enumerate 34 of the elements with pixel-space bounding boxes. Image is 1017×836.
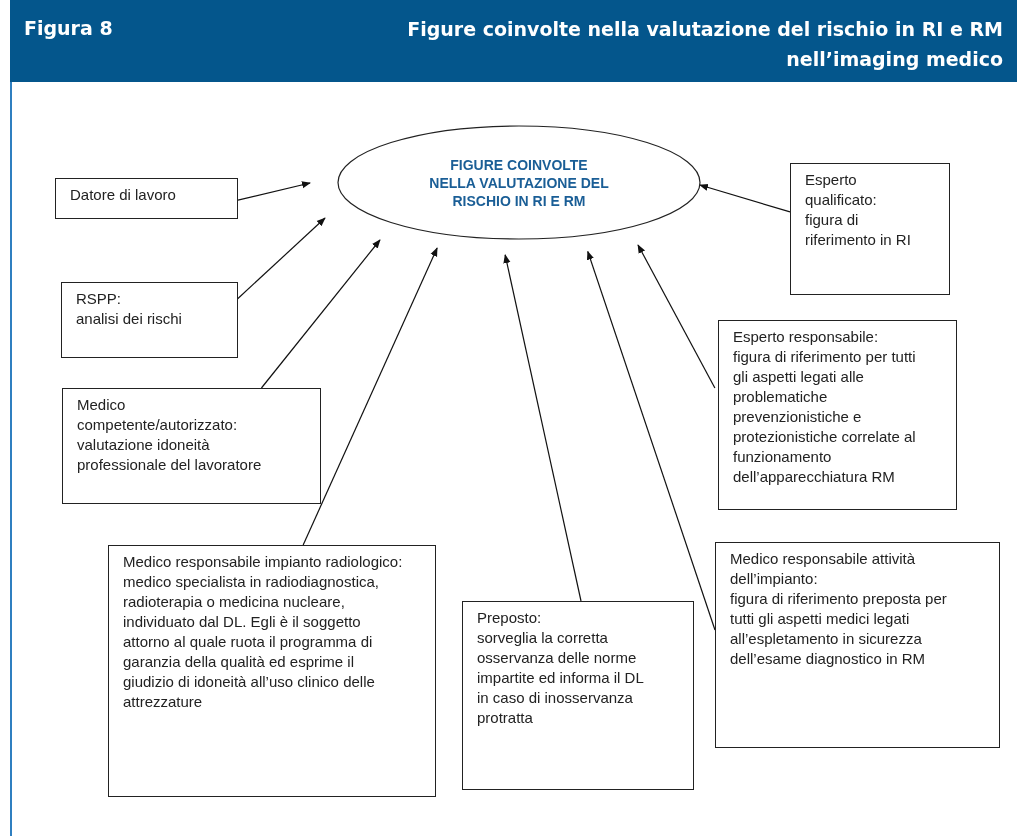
box-heading: Esperto responsabile: xyxy=(733,327,880,347)
text-box xyxy=(718,320,957,510)
arrow xyxy=(503,254,582,602)
text-box xyxy=(55,178,238,219)
box-heading: Datore di lavoro xyxy=(70,185,177,205)
ellipse-title: FIGURE COINVOLTE NELLA VALUTAZIONE DEL RISCHIO IN RI E RM xyxy=(429,155,609,210)
text-box xyxy=(715,542,1000,748)
box-heading: RSPP: xyxy=(76,289,122,309)
text-box xyxy=(462,601,694,790)
box-description: valutazione idoneità professionale del lavoratore xyxy=(77,435,263,475)
arrow xyxy=(699,183,791,213)
box-description: figura di riferimento in RI xyxy=(805,210,912,250)
figure-number: Figura 8 xyxy=(24,16,113,41)
box-heading: Medico responsabile impianto radiologico: xyxy=(123,552,404,572)
box-description: figura di riferimento per tutti gli aspetti legati alle problematiche prevenzionistiche e protezionistiche correlate al funzionamento dell’apparecchiatura RM xyxy=(733,347,917,487)
arrow xyxy=(302,247,438,546)
box-heading: Medico responsabile attività dell’impianto: xyxy=(730,549,917,589)
box-heading: Preposto: xyxy=(477,608,543,628)
box-description: sorveglia la corretta osservanza delle norme impartite ed informa il DL in caso di inosservanza protratta xyxy=(477,628,645,728)
text-box xyxy=(62,388,321,504)
arrow xyxy=(237,181,311,201)
text-box xyxy=(790,163,950,295)
arrow xyxy=(586,250,716,631)
box-heading: Esperto qualificato: xyxy=(805,170,878,210)
arrow xyxy=(260,239,381,389)
central-ellipse xyxy=(337,125,701,240)
text-box xyxy=(108,545,436,797)
figure-title: Figure coinvolte nella valutazione del rischio in RI e RM nell’imaging medico xyxy=(406,17,1003,72)
box-description: figura di riferimento preposta per tutti gli aspetti medici legati all’espletamento in sicurezza dell’esame diagnostico in RM xyxy=(730,589,948,669)
box-description: medico specialista in radiodiagnostica, radioterapia o medicina nucleare, individuato dal DL. Egli è il soggetto attorno al quale ruota il programma di garanzia della qualità ed esprime il giudizio di idoneità all’uso clinico delle attrezzature xyxy=(123,572,380,712)
arrow xyxy=(637,244,716,389)
box-description: analisi dei rischi xyxy=(76,309,183,329)
text-box xyxy=(61,282,238,358)
box-heading: Medico competente/autorizzato: xyxy=(77,395,239,435)
